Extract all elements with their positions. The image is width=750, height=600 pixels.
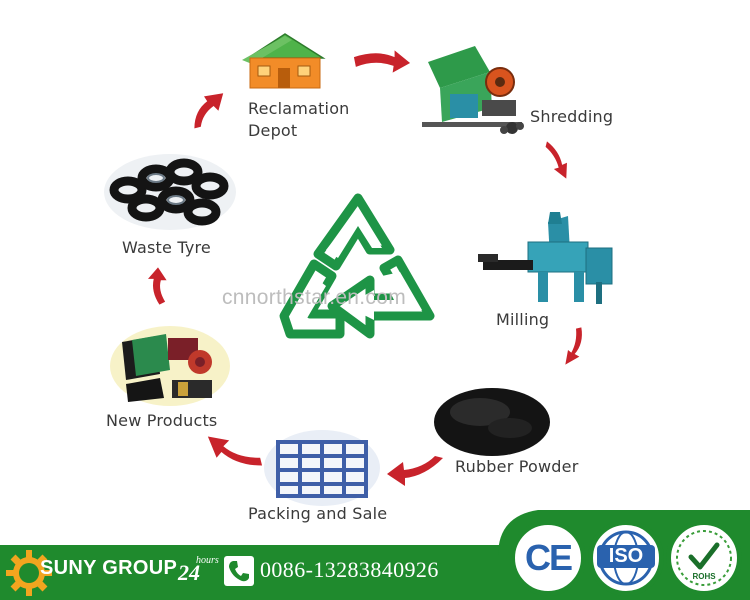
rubber-powder-image xyxy=(434,388,550,456)
house-icon xyxy=(242,33,326,89)
hours-number: 24 xyxy=(178,560,200,585)
arrow-depot-to-shredding xyxy=(353,50,411,73)
milling-label: Milling xyxy=(496,310,550,329)
new-products-image xyxy=(110,326,230,406)
waste-tyre-label: Waste Tyre xyxy=(122,238,211,257)
phone-number: 0086-13283840926 xyxy=(260,557,439,582)
packing-and-sale-label: Packing and Sale xyxy=(248,504,388,523)
reclamation-label-line2: Depot xyxy=(248,121,298,140)
iso-badge: ISO xyxy=(588,520,664,596)
ce-badge: CE xyxy=(510,520,586,596)
reclamation-label-line1: Reclamation xyxy=(248,99,350,118)
iso-text: ISO xyxy=(597,545,655,568)
arrow-tyre-to-depot xyxy=(194,93,224,129)
arrow-powder-to-packing xyxy=(387,456,443,486)
milling-machine-image xyxy=(478,212,613,304)
brand-name: SUNY GROUP xyxy=(40,557,178,579)
recycle-icon xyxy=(279,193,435,339)
shredder-machine-image xyxy=(422,46,524,134)
rohs-badge: ROHS xyxy=(666,520,742,596)
shredding-label: Shredding xyxy=(530,107,614,126)
ce-text: CE xyxy=(524,537,573,578)
rohs-text: ROHS xyxy=(692,572,716,581)
packing-bags-image xyxy=(264,430,380,506)
checkmark-icon xyxy=(676,530,732,586)
arrow-milling-to-powder xyxy=(565,327,582,365)
watermark-text: cnnorthstar.en.com xyxy=(222,286,406,309)
phone-icon-box xyxy=(224,556,254,586)
hours-word: hours xyxy=(196,555,219,566)
arrow-products-to-tyre xyxy=(148,267,167,305)
waste-tyre-image xyxy=(104,154,236,230)
reclamation-depot-label: Reclamation Depot xyxy=(248,98,350,142)
arrow-shredding-to-milling xyxy=(545,141,567,179)
arrow-packing-to-products xyxy=(207,436,263,466)
gear-logo-icon xyxy=(6,550,52,596)
phone-icon xyxy=(229,561,249,582)
new-products-label: New Products xyxy=(106,411,218,430)
rubber-powder-label: Rubber Powder xyxy=(455,457,579,476)
